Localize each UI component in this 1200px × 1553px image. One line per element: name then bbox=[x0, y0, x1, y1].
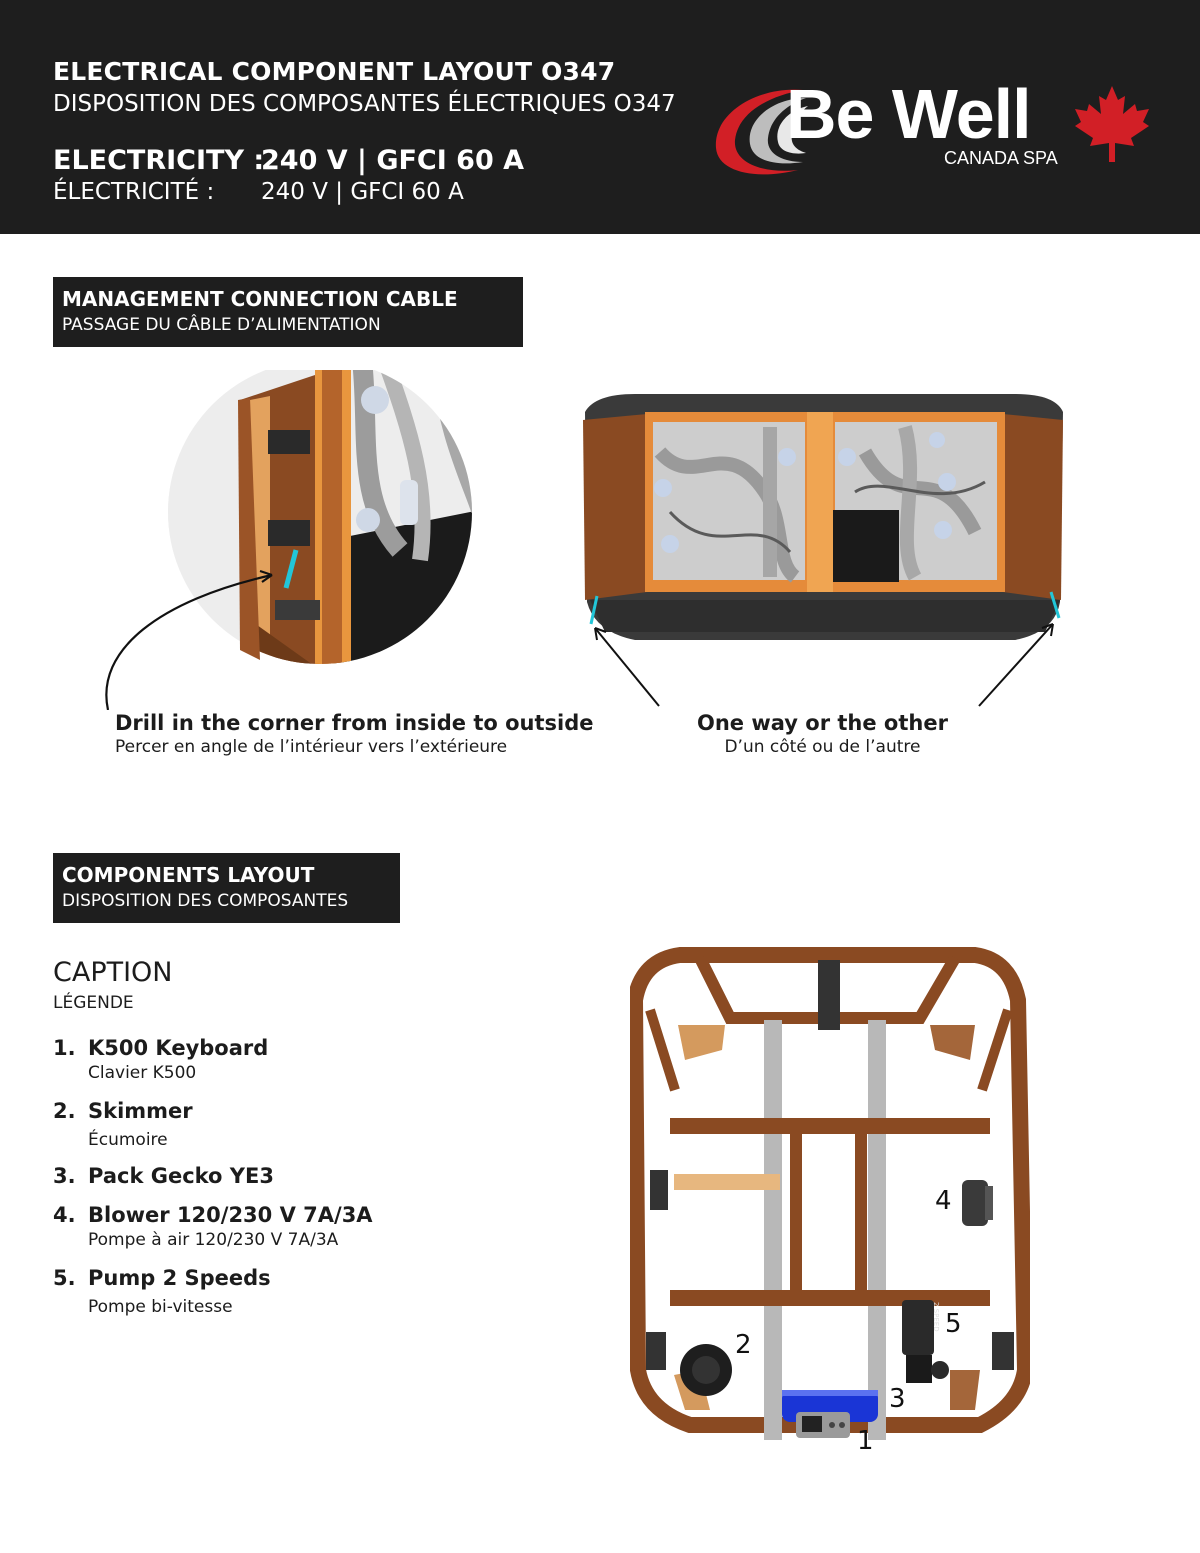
page-header: ELECTRICAL COMPONENT LAYOUT O347 DISPOSI… bbox=[0, 0, 1200, 234]
callout-4: 4 bbox=[935, 1186, 952, 1216]
caption-item-label: Blower 120/230 V 7A/3A bbox=[88, 1203, 373, 1227]
pump-speed-label: 2 SPEED bbox=[932, 1302, 940, 1332]
caption-item: 5. Pump 2 Speeds Pompe bi-vitesse bbox=[53, 1266, 453, 1329]
drill-annotation-fr: Percer en angle de l’intérieur vers l’ex… bbox=[115, 737, 508, 757]
either-side-annotation-en: One way or the other bbox=[697, 711, 948, 735]
callout-1: 1 bbox=[857, 1426, 874, 1456]
caption-item: 1. K500 Keyboard Clavier K500 bbox=[53, 1036, 453, 1099]
logo-wordmark: Be Well bbox=[786, 75, 1032, 153]
callout-5: 5 bbox=[945, 1309, 962, 1339]
caption-list: 1. K500 Keyboard Clavier K500 2. Skimmer… bbox=[53, 1036, 453, 1329]
caption-item: 3. Pack Gecko YE3 bbox=[53, 1164, 453, 1203]
caption-item-label: K500 Keyboard bbox=[88, 1036, 269, 1060]
caption-item-label: Pump 2 Speeds bbox=[88, 1266, 271, 1290]
electricity-label-fr: ÉLECTRICITÉ : bbox=[53, 179, 215, 205]
drill-annotation: Drill in the corner from inside to outsi… bbox=[115, 711, 594, 757]
electricity-value: 240 V | GFCI 60 A bbox=[261, 145, 525, 176]
section-title: MANAGEMENT CONNECTION CABLE bbox=[62, 287, 458, 311]
maple-leaf-icon bbox=[1075, 86, 1149, 162]
caption-subtitle: LÉGENDE bbox=[53, 993, 134, 1013]
caption-item-label-fr: Écumoire bbox=[88, 1130, 168, 1150]
document-subtitle: DISPOSITION DES COMPOSANTES ÉLECTRIQUES … bbox=[53, 91, 676, 117]
section-label-components: COMPONENTS LAYOUT DISPOSITION DES COMPOS… bbox=[53, 853, 400, 923]
either-side-annotation: One way or the other D’un côté ou de l’a… bbox=[697, 711, 948, 757]
caption-item-label: Skimmer bbox=[88, 1099, 193, 1123]
callout-2: 2 bbox=[735, 1330, 752, 1360]
caption-item-label: Pack Gecko YE3 bbox=[88, 1164, 274, 1188]
section-label-cable: MANAGEMENT CONNECTION CABLE PASSAGE DU C… bbox=[53, 277, 523, 347]
section-subtitle: DISPOSITION DES COMPOSANTES bbox=[62, 891, 349, 911]
caption-item-number: 1. bbox=[53, 1036, 76, 1060]
caption-item-number: 5. bbox=[53, 1266, 76, 1290]
callout-3: 3 bbox=[889, 1384, 906, 1414]
section-title: COMPONENTS LAYOUT bbox=[62, 863, 315, 887]
caption-title: CAPTION bbox=[53, 957, 173, 988]
caption-item: 2. Skimmer Écumoire bbox=[53, 1099, 453, 1164]
spa-top-view-illustration bbox=[583, 394, 1063, 707]
corner-drill-detail-illustration bbox=[105, 370, 472, 710]
caption-item-label-fr: Pompe bi-vitesse bbox=[88, 1297, 233, 1317]
swoosh-icon bbox=[715, 89, 808, 175]
be-well-logo: Be Well CANADA SPA bbox=[708, 75, 1158, 188]
caption-item-number: 3. bbox=[53, 1164, 76, 1188]
caption-item: 4. Blower 120/230 V 7A/3A Pompe à air 12… bbox=[53, 1203, 453, 1266]
caption-item-label-fr: Pompe à air 120/230 V 7A/3A bbox=[88, 1230, 339, 1250]
components-frame-diagram: 2 SPEED bbox=[630, 947, 1030, 1440]
section-subtitle: PASSAGE DU CÂBLE D’ALIMENTATION bbox=[62, 315, 381, 335]
electricity-label: ELECTRICITY : bbox=[53, 145, 265, 176]
electricity-value-fr: 240 V | GFCI 60 A bbox=[261, 179, 464, 205]
caption-item-number: 4. bbox=[53, 1203, 76, 1227]
document-title: ELECTRICAL COMPONENT LAYOUT O347 bbox=[53, 57, 616, 86]
caption-item-number: 2. bbox=[53, 1099, 76, 1123]
drill-annotation-en: Drill in the corner from inside to outsi… bbox=[115, 711, 594, 735]
logo-tagline: CANADA SPA bbox=[944, 148, 1058, 168]
caption-item-label-fr: Clavier K500 bbox=[88, 1063, 197, 1083]
either-side-annotation-fr: D’un côté ou de l’autre bbox=[724, 737, 921, 757]
